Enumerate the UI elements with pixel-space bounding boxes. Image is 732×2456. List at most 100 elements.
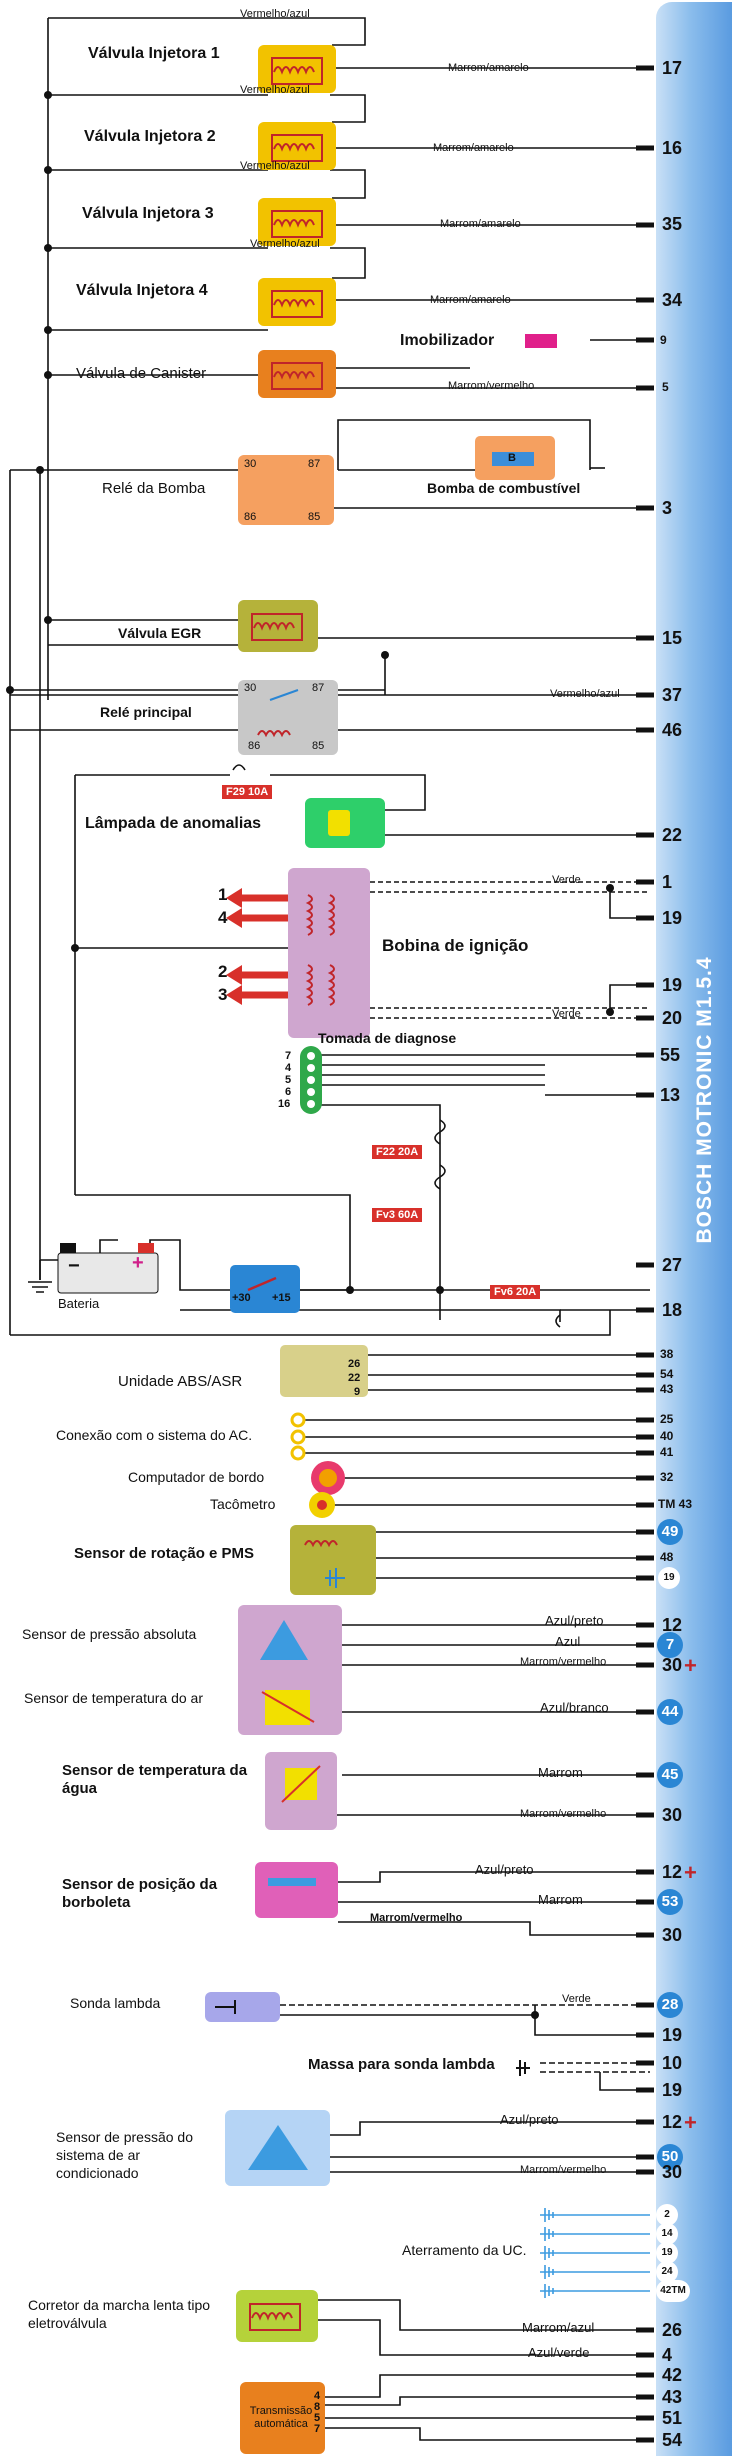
tps-label: Sensor de posição da borboleta <box>62 1876 218 1911</box>
map-wire-3-label: Marrom/vermelho <box>520 1656 607 1668</box>
pin-22: 22 <box>662 825 683 845</box>
pin-5: 5 <box>662 380 669 394</box>
fuel-pump-letter: B <box>508 452 516 464</box>
map-wire-1-label: Azul/preto <box>545 1613 604 1628</box>
pin-45: 45 <box>657 1762 683 1788</box>
map-wire-2-label: Azul <box>555 1634 581 1649</box>
pin-12-ac: 12 <box>662 2112 683 2132</box>
injector-2-top-wire-label: Vermelho/azul <box>240 84 310 96</box>
pin-53: 53 <box>657 1889 683 1915</box>
pin-19-lambda: 19 <box>662 2025 683 2045</box>
pin-54-abs: 54 <box>660 1367 674 1381</box>
injector-4-label: Válvula Injetora 4 <box>76 282 208 299</box>
plus-marker-ac: + <box>684 2110 697 2135</box>
pump-relay-label: Relé da Bomba <box>102 480 206 497</box>
pump-relay-t87: 87 <box>308 458 321 470</box>
pump-relay-t86: 86 <box>244 511 257 523</box>
battery-label: Bateria <box>58 1296 100 1311</box>
diag-pin-5: 5 <box>285 1074 292 1086</box>
pin-15: 15 <box>662 628 683 648</box>
pin-54-trans: 54 <box>662 2430 683 2450</box>
pin-19-rpm: 19 <box>658 1567 680 1589</box>
pin-43-abs: 43 <box>660 1382 674 1396</box>
ground-pin-2: 2 <box>656 2204 678 2226</box>
tachometer-label: Tacômetro <box>210 1496 276 1512</box>
tps-wire-3-label: Marrom/vermelho <box>370 1912 463 1924</box>
pin-1: 1 <box>662 872 673 892</box>
water-wire-1-label: Marrom <box>538 1765 583 1780</box>
main-relay-t30: 30 <box>244 682 257 694</box>
pin-13: 13 <box>660 1085 681 1105</box>
pin-9-immobilizer: 9 <box>660 333 667 347</box>
pin-tm43: TM 43 <box>658 1497 693 1511</box>
fuse-f29: F29 10A <box>222 785 273 799</box>
water-temp-label: Sensor de temperatura da água <box>62 1762 248 1797</box>
pin-40: 40 <box>660 1429 674 1443</box>
pin-18: 18 <box>662 1300 683 1320</box>
transmission-terminal-8: 8 <box>314 2401 321 2413</box>
pin-30-map: 30 <box>662 1655 683 1675</box>
main-relay-t86: 86 <box>248 740 261 752</box>
pin-48: 48 <box>660 1550 674 1564</box>
diag-label: Tomada de diagnose <box>318 1030 457 1046</box>
pin-4: 4 <box>662 2345 673 2365</box>
injector-1-top-wire-label: Vermelho/azul <box>240 8 310 20</box>
pin-17: 17 <box>662 58 683 78</box>
pin-16: 16 <box>662 138 683 158</box>
main-relay-wire-label: Vermelho/azul <box>550 688 620 700</box>
canister-wire-label: Marrom/vermelho <box>448 380 535 392</box>
pin-19-coil-a: 19 <box>662 908 683 928</box>
ac-pressure-label: Sensor de pressão do sistema de ar condi… <box>56 2129 193 2181</box>
map-sensor-label: Sensor de pressão absoluta <box>22 1626 197 1642</box>
pump-relay-t85: 85 <box>308 511 321 523</box>
fuse-f22: F22 20A <box>372 1145 423 1159</box>
pin-38: 38 <box>660 1347 674 1361</box>
transmission-terminal-4: 4 <box>314 2390 321 2402</box>
ignition-t15: +15 <box>272 1292 291 1304</box>
ecu-title: BOSCH MOTRONIC M1.5.4 <box>693 956 716 1244</box>
transmission-terminal-7: 7 <box>314 2423 321 2435</box>
diag-pin-6: 6 <box>285 1086 292 1098</box>
pin-19-lambda-ground: 19 <box>662 2080 683 2100</box>
pin-28: 28 <box>657 1992 683 2018</box>
tps-wire-2-label: Marrom <box>538 1892 583 1907</box>
coil-output-4: 4 <box>218 908 228 927</box>
pin-37: 37 <box>662 685 683 705</box>
abs-terminal-26: 26 <box>348 1358 361 1370</box>
transmission-label: Transmissão automática <box>249 2405 313 2430</box>
egr-label: Válvula EGR <box>118 625 202 641</box>
injector-1-label: Válvula Injetora 1 <box>88 45 220 62</box>
tps-wire-1-label: Azul/preto <box>475 1862 534 1877</box>
battery-plus: + <box>132 1252 144 1274</box>
rpm-sensor-label: Sensor de rotação e PMS <box>74 1545 255 1562</box>
pin-20: 20 <box>662 1008 683 1028</box>
transmission-terminal-5: 5 <box>314 2412 321 2424</box>
pin-34: 34 <box>662 290 683 310</box>
pin-26: 26 <box>662 2320 683 2340</box>
ac-pressure-wire-2-label: Marrom/vermelho <box>520 2164 607 2176</box>
pin-42: 42 <box>662 2365 683 2385</box>
diag-pin-16: 16 <box>278 1098 291 1110</box>
coil-output-2: 2 <box>218 962 228 981</box>
plus-marker-tps: + <box>684 1860 697 1885</box>
pin-55: 55 <box>660 1045 681 1065</box>
ground-pin-24: 24 <box>656 2261 678 2283</box>
pin-19-coil-b: 19 <box>662 975 683 995</box>
immobilizer-label: Imobilizador <box>400 332 495 349</box>
injector-2-label: Válvula Injetora 2 <box>84 128 216 145</box>
pin-43-trans: 43 <box>662 2387 683 2407</box>
injector-2-wire-label: Marrom/amarelo <box>433 142 514 154</box>
pump-relay-t30: 30 <box>244 458 257 470</box>
pin-27: 27 <box>662 1255 683 1275</box>
injector-4-top-wire-label: Vermelho/azul <box>250 238 320 250</box>
diag-pin-7: 7 <box>285 1050 292 1062</box>
pin-51: 51 <box>662 2408 683 2428</box>
air-temp-label: Sensor de temperatura do ar <box>24 1690 203 1706</box>
fuse-fv3: Fv3 60A <box>372 1208 423 1222</box>
fuel-pump-label: Bomba de combustível <box>427 480 581 496</box>
coil-output-1: 1 <box>218 885 228 904</box>
mil-label: Lâmpada de anomalias <box>85 815 262 832</box>
injector-3-top-wire-label: Vermelho/azul <box>240 160 310 172</box>
